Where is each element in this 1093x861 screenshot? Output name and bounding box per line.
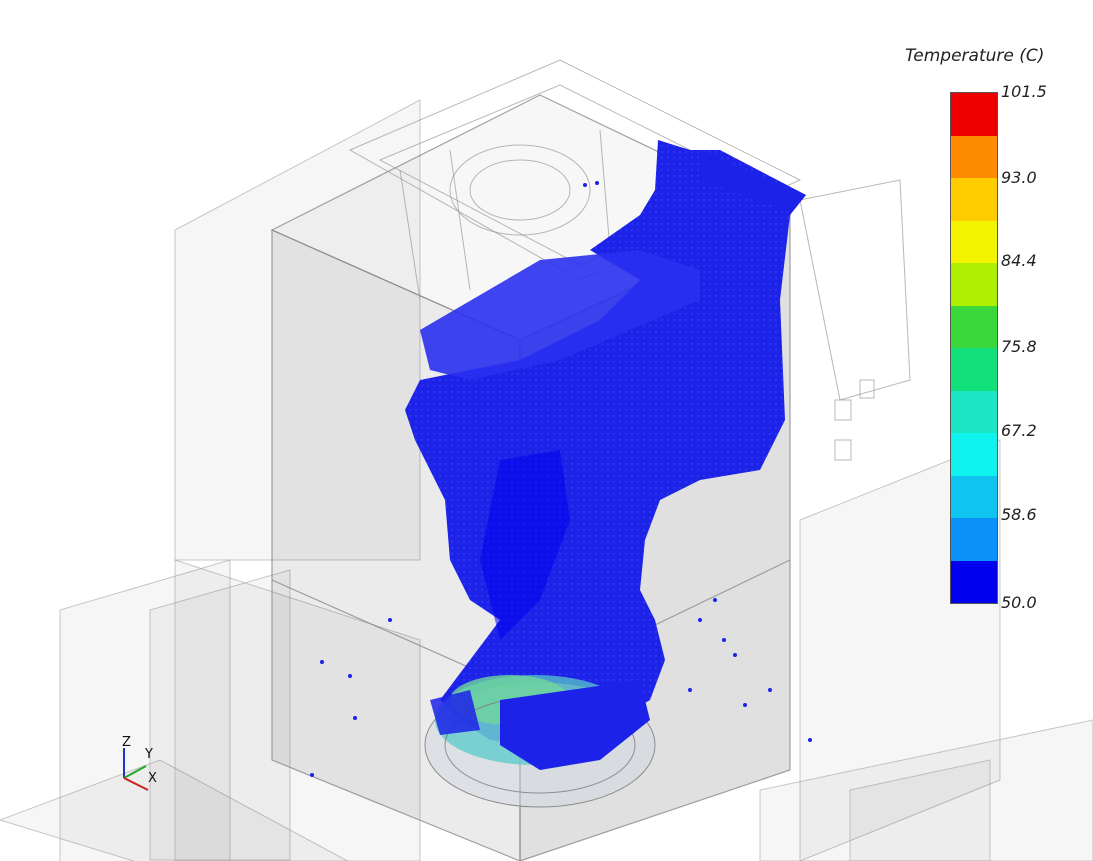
colorbar-band: [951, 475, 997, 518]
colorbar-band: [951, 305, 997, 348]
colorbar-band: [951, 93, 997, 136]
colorbar-band: [951, 560, 997, 603]
surrounding-structure: [0, 99, 1093, 861]
legend-tick: 58.6: [1001, 505, 1037, 524]
legend-tick: 101.5: [1001, 82, 1047, 101]
x-axis-icon: [123, 777, 149, 791]
y-axis-icon: [123, 765, 147, 779]
colorbar-band: [951, 220, 997, 263]
y-axis-label: Y: [144, 747, 153, 762]
legend-title: Temperature (C): [905, 46, 1045, 66]
colorbar-band: [951, 390, 997, 433]
legend-tick: 50.0: [1001, 593, 1037, 612]
temperature-colorbar: [950, 92, 998, 604]
colorbar-band: [951, 433, 997, 476]
colorbar-band: [951, 263, 997, 306]
suppression-pool: [424, 675, 656, 808]
axes-triad: Z Y X: [122, 735, 157, 791]
colorbar-band: [951, 135, 997, 178]
legend-tick: 67.2: [1001, 421, 1037, 440]
z-axis-label: Z: [122, 735, 131, 750]
particle-plume: [405, 140, 806, 745]
legend-tick: 93.0: [1001, 168, 1037, 187]
legend-tick: 75.8: [1001, 337, 1037, 356]
legend-tick: 84.4: [1001, 251, 1037, 270]
colorbar-band: [951, 178, 997, 221]
x-axis-label: X: [148, 771, 157, 786]
colorbar-band: [951, 348, 997, 391]
scattered-droplets: [310, 181, 812, 777]
colorbar-band: [951, 518, 997, 561]
